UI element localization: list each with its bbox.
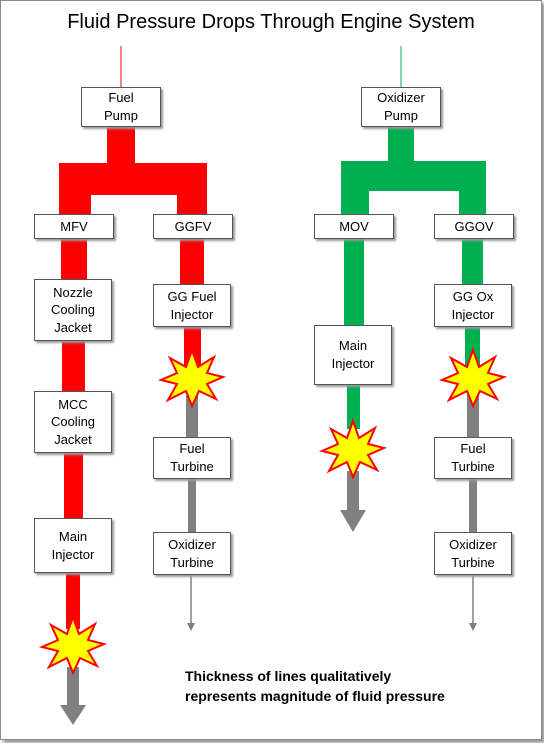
ox-main-injector-burst-icon [318, 417, 388, 480]
fuel-main-injector-burst-icon [38, 613, 108, 676]
mfv-to-nozzle-line [61, 238, 87, 280]
gg-fuel-exhaust-to-turbine [186, 395, 198, 438]
oxidizer-manifold [341, 161, 486, 191]
fuel-main-branch-down [59, 191, 91, 216]
ox-side-ox-turbine-exhaust-arrow [469, 623, 477, 631]
fuel-side-fuel-turbine-box: Fuel Turbine [153, 437, 231, 479]
mov-box: MOV [314, 214, 394, 239]
ggfv-box: GGFV [153, 214, 233, 239]
ggov-box: GGOV [434, 214, 514, 239]
legend-note: Thickness of lines qualitatively represe… [185, 668, 445, 705]
fuel-main-injector-box: Main Injector [34, 518, 112, 573]
oxidizer-pump-outlet [388, 126, 414, 164]
oxidizer-flow-network [340, 126, 486, 631]
ggfv-to-gg-fuel-injector-line [180, 238, 204, 285]
mcc-to-main-injector-line [64, 452, 83, 519]
fuel-gg-branch-down [177, 191, 207, 216]
burst-icons [38, 346, 508, 676]
fuel-turbine-to-ox-turbine [188, 478, 196, 533]
fuel-side-oxidizer-turbine-box: Oxidizer Turbine [153, 532, 231, 575]
gg-ox-injector-burst-icon [438, 346, 508, 409]
nozzle-cooling-jacket-box: Nozzle Cooling Jacket [34, 279, 112, 341]
ox-side-fuel-turbine-box: Fuel Turbine [434, 437, 512, 479]
fuel-pump-outlet [107, 126, 135, 166]
fuel-side-ox-turbine-exhaust-arrow [187, 623, 195, 631]
gg-fuel-injector-burst-icon [157, 346, 227, 409]
nozzle-to-mcc-line [62, 340, 85, 392]
ggov-to-gg-ox-injector-line [462, 238, 483, 285]
ox-side-fuel-turbine-to-ox-turbine [469, 478, 477, 533]
ox-side-oxidizer-turbine-box: Oxidizer Turbine [434, 532, 512, 575]
mov-to-main-injector-line [344, 238, 364, 326]
mcc-cooling-jacket-box: MCC Cooling Jacket [34, 391, 112, 453]
mfv-box: MFV [34, 214, 114, 239]
ox-main-injector-box: Main Injector [314, 325, 392, 385]
fuel-main-exhaust-shaft [67, 667, 79, 707]
fuel-pump-box: Fuel Pump [81, 87, 161, 127]
fuel-manifold [59, 163, 207, 195]
gg-ox-injector-box: GG Ox Injector [434, 284, 512, 327]
gg-fuel-injector-box: GG Fuel Injector [153, 284, 231, 327]
ox-main-exhaust-arrow [340, 510, 366, 532]
ox-main-branch-down [341, 187, 369, 216]
main-injector-to-exit-line [66, 572, 80, 629]
ox-gg-branch-down [459, 187, 486, 216]
diagram-title: Fluid Pressure Drops Through Engine Syst… [67, 11, 475, 33]
gg-ox-exhaust-to-turbine [467, 395, 479, 438]
oxidizer-pump-box: Oxidizer Pump [361, 87, 441, 127]
ox-main-injector-to-burst-line [347, 384, 360, 429]
fuel-main-exhaust-arrow [60, 705, 86, 725]
ox-main-exhaust-shaft [347, 471, 359, 511]
